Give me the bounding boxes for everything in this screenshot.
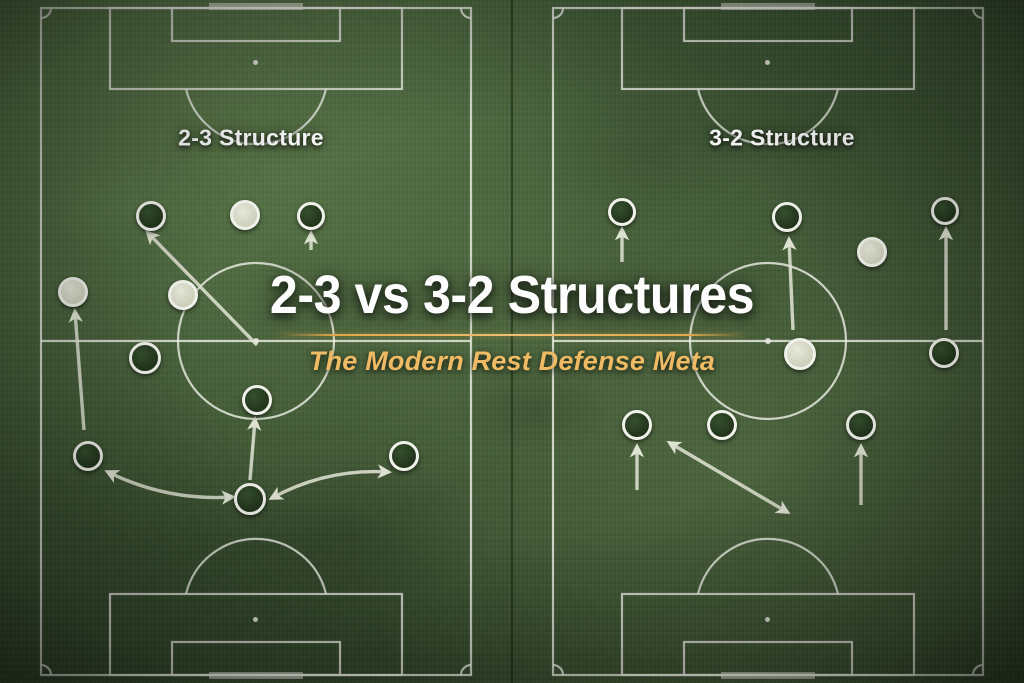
player-marker-left-forward-center [230, 200, 260, 230]
player-marker-right-left-center-back [622, 410, 652, 440]
player-marker-right-forward-left [608, 198, 636, 226]
title-block: 2-3 vs 3-2 Structures The Modern Rest De… [0, 268, 1024, 377]
panel-title-right: 3-2 Structure [709, 124, 855, 151]
player-marker-left-forward-right [297, 202, 325, 230]
player-marker-left-right-back [389, 441, 419, 471]
gold-divider-rule [279, 334, 745, 336]
player-marker-right-forward-center [772, 202, 802, 232]
main-title: 2-3 vs 3-2 Structures [269, 265, 755, 325]
subtitle: The Modern Rest Defense Meta [308, 346, 716, 376]
player-marker-right-center-back [707, 410, 737, 440]
player-marker-right-right-winger [857, 237, 887, 267]
player-marker-left-forward-left [136, 201, 166, 231]
panel-title-left: 2-3 Structure [178, 124, 324, 151]
player-marker-right-right-center-back [846, 410, 876, 440]
player-marker-left-pivot [242, 385, 272, 415]
player-marker-left-deep-pivot [234, 483, 266, 515]
player-marker-right-forward-right [931, 197, 959, 225]
player-marker-left-left-back [73, 441, 103, 471]
